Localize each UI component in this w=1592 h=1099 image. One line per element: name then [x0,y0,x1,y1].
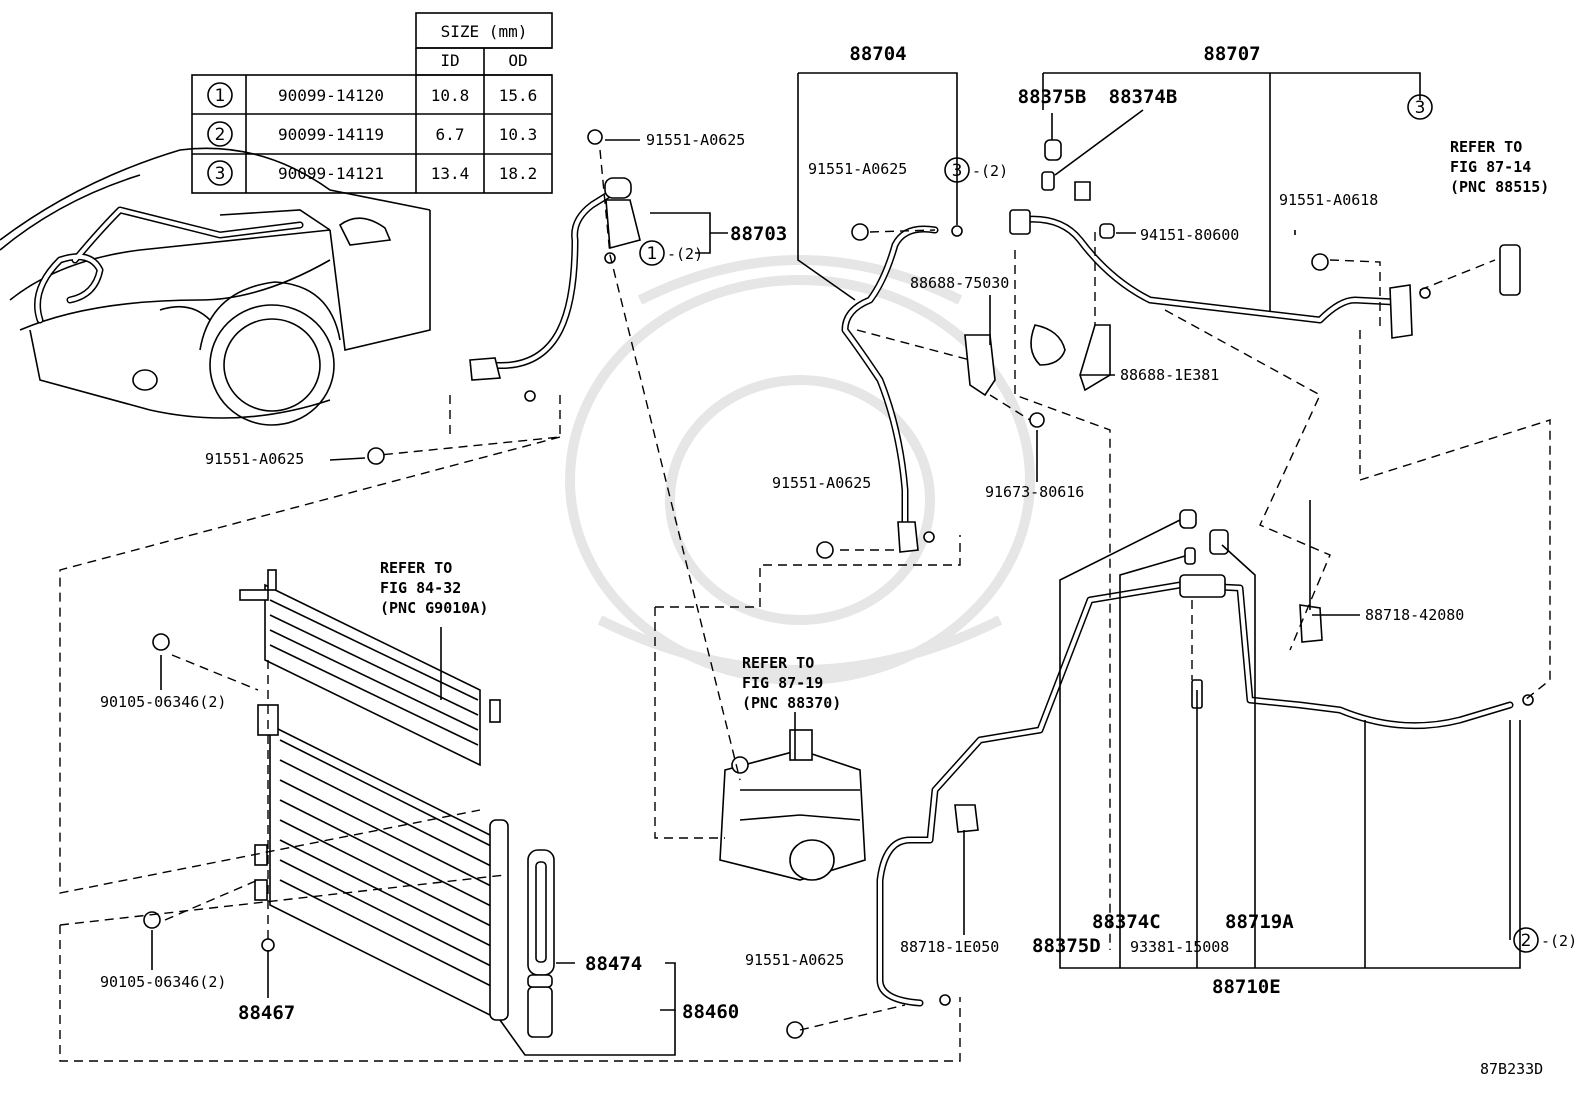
pipe-88707 [1009,139,1431,392]
liquid-pipe-88710e [876,509,1534,1007]
refer-fig-84-32: FIG 84-32 [380,579,461,597]
table-row-num: 3 [215,164,226,184]
label-88374b: 88374B [1109,86,1178,108]
label-88375d: 88375D [1032,935,1101,957]
label-91551-a0625-left: 91551-A0625 [205,450,304,468]
label-91673-80616: 91673-80616 [985,483,1084,501]
label-91551-a0625-mid: 91551-A0625 [808,160,907,178]
marker-3: 3 [952,161,963,181]
label-88688-75030: 88688-75030 [910,274,1009,292]
label-93381-15008: 93381-15008 [1130,938,1229,956]
label-88474: 88474 [585,953,642,975]
label-90105-06346-b: 90105-06346(2) [100,973,226,991]
compressor [719,729,866,881]
part-labels: 88704 88707 88375B 88374B 91551-A0625 91… [100,43,1543,1078]
suction-hose-88704 [841,225,963,553]
table-row-num: 2 [215,125,226,145]
label-88719a: 88719A [1225,911,1294,933]
refer-pnc-g9010a: (PNC G9010A) [380,599,488,617]
condenser [254,704,509,1022]
label-88467: 88467 [238,1002,295,1024]
dashed-leaders [59,149,1551,1062]
leader-lines [151,72,1521,1056]
label-88718-42080: 88718-42080 [1365,606,1464,624]
table-row-id: 13.4 [431,164,470,183]
refer-fig-87-14: FIG 87-14 [1450,158,1531,176]
watermark-emblem [565,255,1035,685]
discharge-hose-88703 [469,129,641,402]
label-91551-a0625-top: 91551-A0625 [646,131,745,149]
label-88460: 88460 [682,1001,739,1023]
label-88688-1e381: 88688-1E381 [1120,366,1219,384]
label-88707: 88707 [1203,43,1260,65]
clamp-88688-75030 [964,334,1045,428]
bolts-left [143,223,1329,1039]
footer-code: 87B233D [1480,1060,1543,1078]
table-row-id: 6.7 [436,125,465,144]
refer-fig-87-19: FIG 87-19 [742,674,823,692]
refer-pnc-88370: (PNC 88370) [742,694,841,712]
label-91551-a0625-center: 91551-A0625 [772,474,871,492]
label-90105-06346-a: 90105-06346(2) [100,693,226,711]
table-row-part: 90099-14120 [278,86,384,105]
refer-to-label: REFER TO [380,559,452,577]
table-row-part: 90099-14121 [278,164,384,183]
label-88374c: 88374C [1092,911,1161,933]
marker-1: 1 [647,244,658,264]
table-row-od: 18.2 [499,164,538,183]
table-header-size: SIZE (mm) [441,22,528,41]
label-88718-1e050: 88718-1E050 [900,938,999,956]
refer-notes: REFER TO FIG 87-14 (PNC 88515) REFER TO … [380,138,1549,760]
table-header-id: ID [440,51,459,70]
marker-3-qty: -(2) [972,162,1008,180]
refer-pnc-88515: (PNC 88515) [1450,178,1549,196]
label-88710e: 88710E [1212,976,1281,998]
marker-2: 2 [1521,931,1532,951]
refer-to-label: REFER TO [1450,138,1522,156]
label-91551-a0618: 91551-A0618 [1279,191,1378,209]
table-row-num: 1 [215,86,226,106]
table-row-od: 15.6 [499,86,538,105]
marker-3-right: 3 [1415,98,1426,118]
table-header-od: OD [508,51,527,70]
table-row-od: 10.3 [499,125,538,144]
label-88703: 88703 [730,223,787,245]
car-illustration [0,147,431,426]
label-88375b: 88375B [1018,86,1087,108]
label-94151-80600: 94151-80600 [1140,226,1239,244]
table-row-part: 90099-14119 [278,125,384,144]
size-table: SIZE (mm) ID OD 1 90099-14120 10.8 15.6 … [191,12,553,194]
label-91551-a0625-bottom: 91551-A0625 [745,951,844,969]
marker-2-qty: -(2) [1541,932,1577,950]
desiccant-88474 [527,849,555,1038]
table-row-id: 10.8 [431,86,470,105]
refer-to-label: REFER TO [742,654,814,672]
circled-markers: 1 -(2) 3 -(2) 3 2 -(2) [639,94,1577,953]
label-88704: 88704 [849,43,906,65]
marker-1-qty: -(2) [667,245,703,263]
intercooler-radiator [239,569,501,767]
